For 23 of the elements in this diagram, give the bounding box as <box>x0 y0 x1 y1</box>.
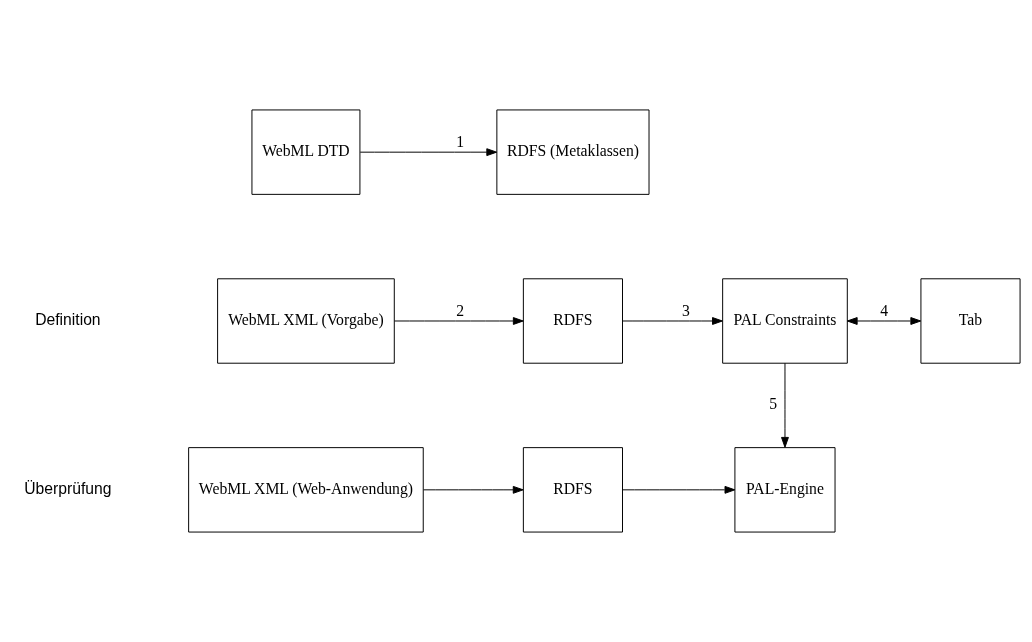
edge-label: 1 <box>455 133 464 151</box>
arrow <box>621 485 735 494</box>
node-box: PAL Constraints <box>721 278 848 364</box>
node-box: RDFS <box>522 447 623 533</box>
node-box: RDFS (Metaklassen) <box>495 109 649 195</box>
arrow <box>393 317 524 325</box>
edge-label: 3 <box>681 301 690 319</box>
node-box: PAL-Engine <box>733 447 836 533</box>
node-box: RDFS <box>522 278 623 364</box>
edge-label: 5 <box>768 395 777 413</box>
node-box: WebML XML (Web-Anwendung) <box>187 447 424 533</box>
node-box: WebML XML (Vorgabe) <box>216 278 395 364</box>
label: Überprüfung <box>23 479 112 497</box>
edge-label: 2 <box>455 301 464 319</box>
label: Definition <box>34 310 101 328</box>
node-box: Tab <box>919 278 1021 364</box>
arrow <box>780 362 789 448</box>
arrow <box>422 485 524 494</box>
edge-label: 4 <box>879 301 888 319</box>
arrow <box>846 317 921 325</box>
arrow <box>621 317 723 325</box>
node-box: WebML DTD <box>250 109 360 195</box>
arrow <box>359 148 497 157</box>
